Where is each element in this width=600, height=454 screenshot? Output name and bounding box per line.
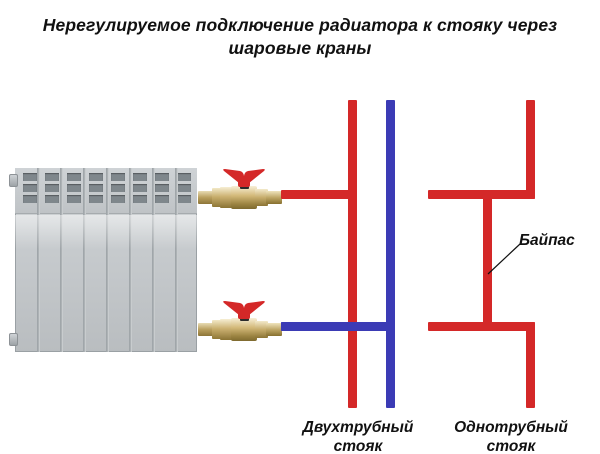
two-pipe-riser-supply bbox=[348, 100, 357, 408]
label-one-pipe-riser: Однотрубный стояк bbox=[454, 419, 568, 454]
one-pipe-riser-lower-horizontal bbox=[428, 322, 535, 331]
page-title: Нерегулируемое подключение радиатора к с… bbox=[42, 15, 558, 59]
one-pipe-riser-bottom bbox=[526, 322, 535, 408]
ball-valve-supply[interactable] bbox=[198, 169, 282, 214]
radiator-plug-bottom bbox=[9, 333, 18, 346]
valve-handle-icon[interactable] bbox=[222, 168, 266, 188]
label-two-pipe-riser: Двухтрубный стояк bbox=[302, 419, 414, 454]
one-pipe-riser-upper-horizontal bbox=[428, 190, 535, 199]
two-pipe-riser-return bbox=[386, 100, 395, 408]
one-pipe-riser-top bbox=[526, 100, 535, 199]
bypass-pipe bbox=[483, 190, 492, 331]
valve-handle-icon[interactable] bbox=[222, 300, 266, 320]
return-branch-pipe-crossover bbox=[281, 322, 395, 331]
radiator bbox=[9, 168, 197, 352]
supply-branch-pipe bbox=[281, 190, 357, 199]
bypass-leader-line bbox=[487, 243, 521, 275]
radiator-plug-top bbox=[9, 174, 18, 187]
label-bypass: Байпас bbox=[519, 232, 575, 249]
ball-valve-return[interactable] bbox=[198, 301, 282, 346]
